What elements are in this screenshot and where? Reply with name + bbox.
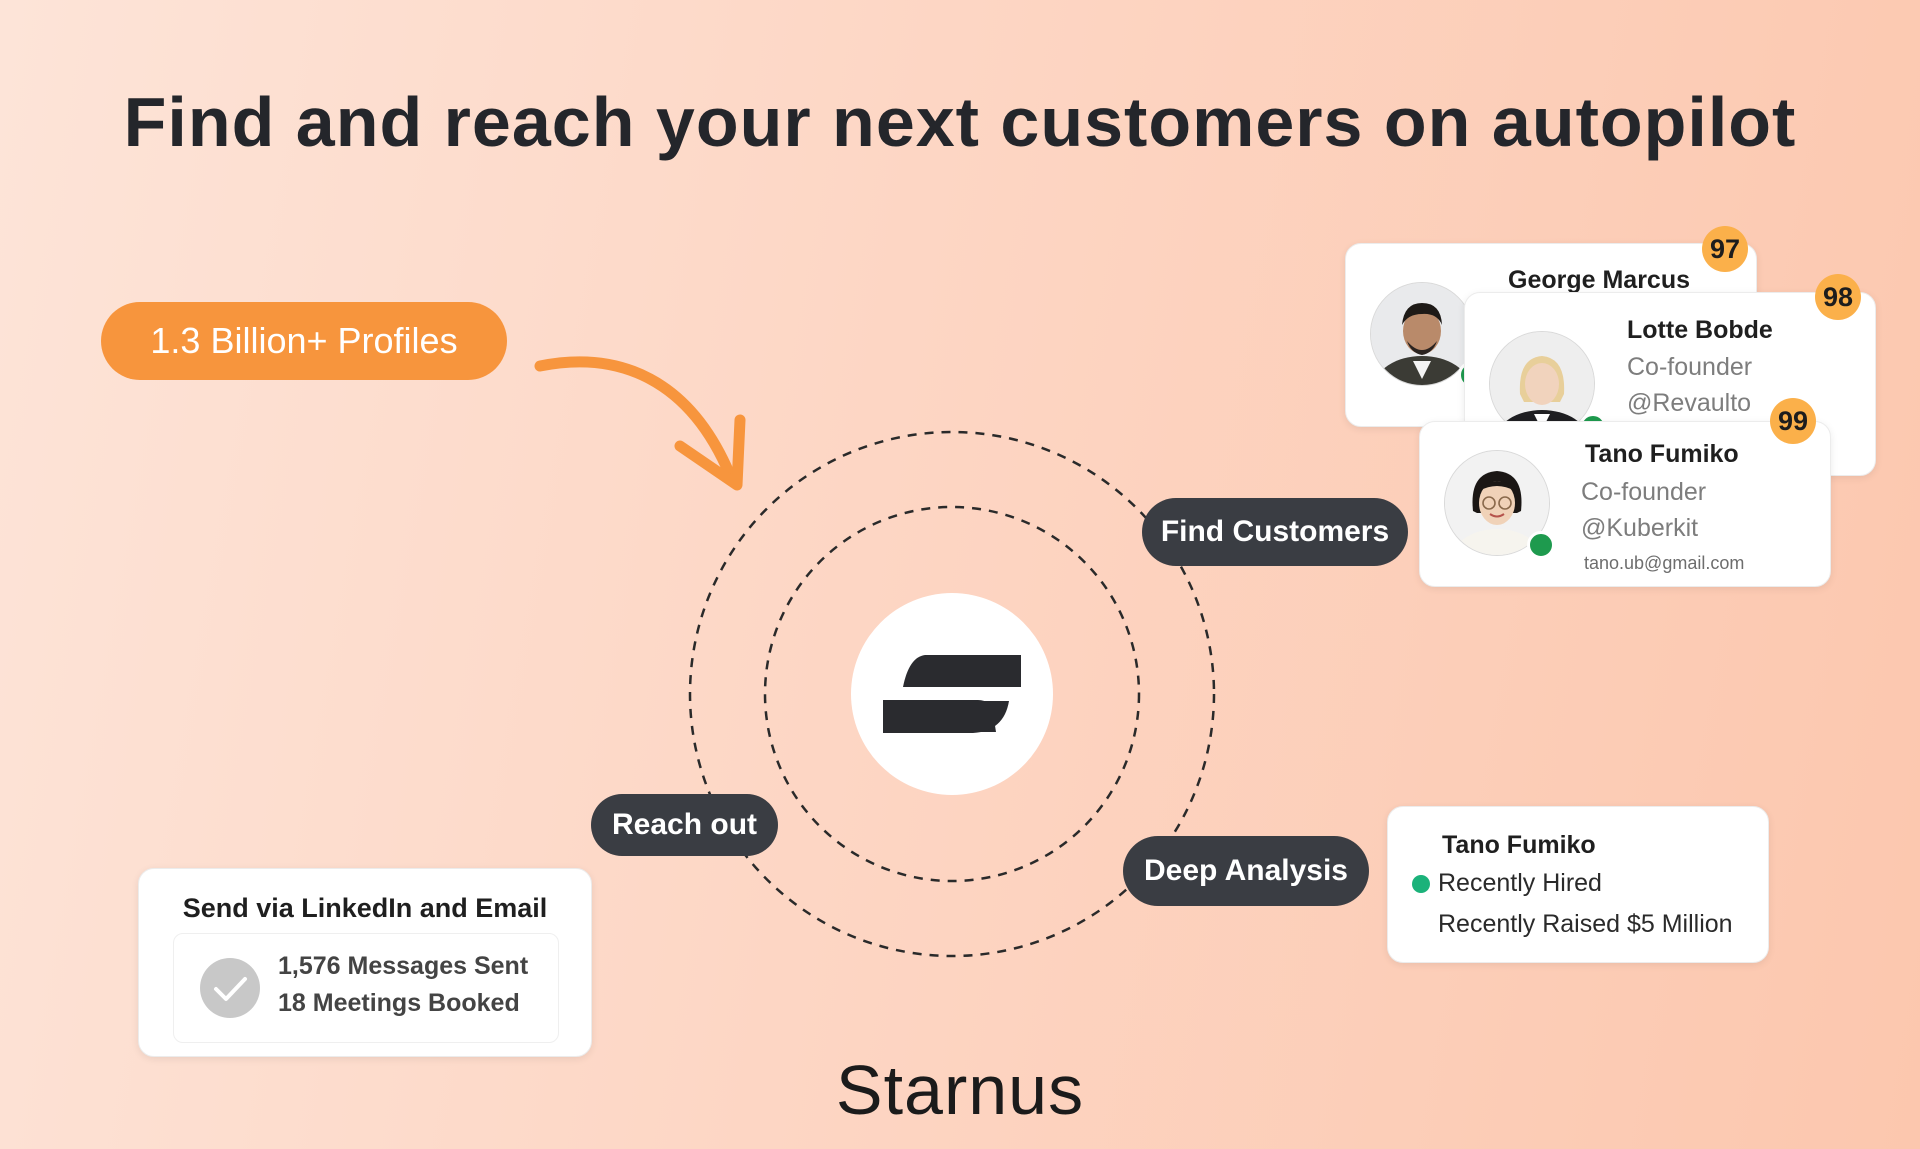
- score-badge: 98: [1815, 274, 1861, 320]
- analysis-card: Tano Fumiko Recently Hired Recently Rais…: [1387, 806, 1769, 963]
- contact-title: Co-founder: [1581, 478, 1707, 506]
- contact-card-tano: Tano Fumiko Co-founder @Kuberkit tano.ub…: [1419, 421, 1831, 587]
- outreach-stats-box: 1,576 Messages Sent 18 Meetings Booked: [173, 933, 559, 1043]
- deep-analysis-label: Deep Analysis: [1123, 836, 1369, 906]
- profiles-count-pill: 1.3 Billion+ Profiles: [101, 302, 507, 380]
- find-customers-label: Find Customers: [1142, 498, 1408, 566]
- signal-recently-hired: Recently Hired: [1438, 869, 1602, 897]
- avatar: [1489, 331, 1595, 437]
- outreach-title: Send via LinkedIn and Email: [182, 893, 548, 923]
- contact-name: Tano Fumiko: [1585, 440, 1739, 468]
- checkmark-icon: [200, 958, 260, 1018]
- contact-name: Lotte Bobde: [1627, 316, 1773, 344]
- brand-wordmark: Starnus: [835, 1051, 1085, 1129]
- logo-circle: [851, 593, 1053, 795]
- starnus-logo-mark: [883, 655, 1021, 733]
- meetings-booked-count: 18 Meetings Booked: [278, 989, 520, 1017]
- contact-company: @Revaulto: [1627, 389, 1752, 417]
- contact-title: Co-founder: [1627, 353, 1753, 381]
- online-status-dot: [1527, 531, 1555, 559]
- signal-dot: [1412, 875, 1430, 893]
- analysis-contact-name: Tano Fumiko: [1442, 831, 1596, 859]
- page-headline: Find and reach your next customers on au…: [123, 83, 1797, 161]
- curved-arrow-icon: [534, 356, 746, 491]
- contact-email: tano.ub@gmail.com: [1584, 553, 1745, 573]
- orbit-rings: [688, 430, 1216, 958]
- messages-sent-count: 1,576 Messages Sent: [278, 952, 529, 980]
- signal-recently-raised: Recently Raised $5 Million: [1438, 910, 1733, 938]
- outreach-card: Send via LinkedIn and Email 1,576 Messag…: [138, 868, 592, 1057]
- reach-out-label: Reach out: [591, 794, 778, 856]
- contact-name: George Marcus: [1508, 266, 1691, 294]
- score-badge: 99: [1770, 398, 1816, 444]
- contact-company: @Kuberkit: [1581, 514, 1699, 542]
- avatar: [1370, 282, 1474, 386]
- score-badge: 97: [1702, 226, 1748, 272]
